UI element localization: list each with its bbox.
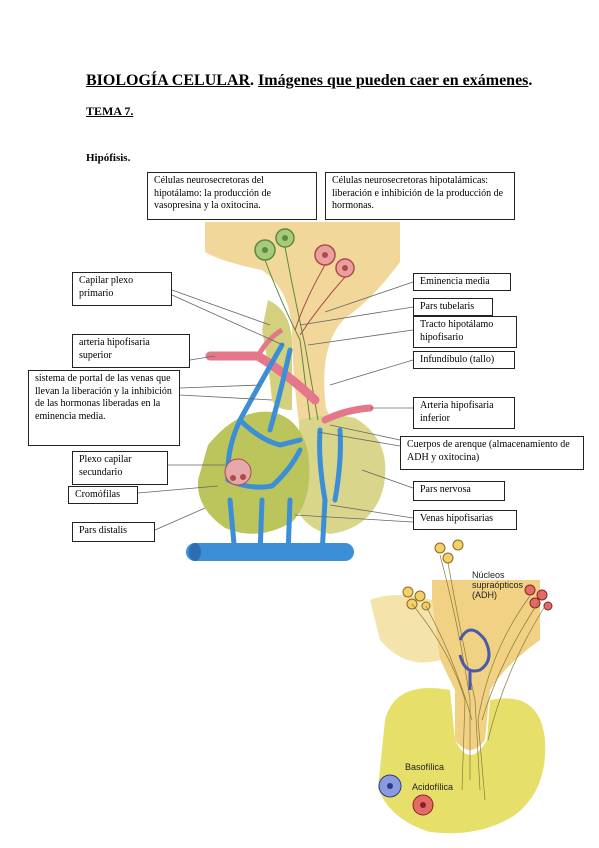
section-heading: Hipófisis. bbox=[86, 152, 131, 164]
page-title: BIOLOGÍA CELULAR. Imágenes que pueden ca… bbox=[86, 72, 533, 89]
label-cuerpos-arenque: Cuerpos de arenque (almacenamiento de AD… bbox=[400, 436, 584, 470]
label-plexo-capilar-secundario: Plexo capilar secundario bbox=[72, 451, 168, 485]
label-arteria-inferior: Arteria hipofisaria inferior bbox=[413, 397, 515, 429]
label-sistema-portal: sistema de portal de las venas que lleva… bbox=[28, 370, 180, 446]
label-pars-distalis: Pars distalis bbox=[72, 522, 155, 542]
label-capilar-plexo-primario: Capilar plexo primario bbox=[72, 272, 172, 306]
neurosecretory-cells bbox=[254, 228, 355, 278]
label-cromofilas: Cromófilas bbox=[68, 486, 138, 504]
title-part2: Imágenes que pueden caer en exámenes bbox=[258, 72, 529, 89]
title-part1: BIOLOGÍA CELULAR bbox=[86, 72, 251, 89]
acidofilica-label: Acidofílica bbox=[412, 782, 453, 792]
nucleos-label-2: supraópticos bbox=[472, 580, 524, 590]
tema-heading: TEMA 7. bbox=[86, 104, 134, 118]
axons bbox=[264, 246, 319, 421]
inferior-artery bbox=[321, 404, 374, 424]
label-arteria-superior: arteria hipofisaria superior bbox=[72, 334, 190, 368]
basofilica-label: Basofílica bbox=[405, 762, 444, 772]
label-pars-tubelaris: Pars tubelaris bbox=[413, 298, 493, 316]
nucleos-label-3: (ADH) bbox=[472, 590, 497, 600]
secondary-plexus-cells bbox=[224, 458, 252, 486]
vessel-loops bbox=[458, 628, 491, 690]
nucleos-label-1: Núcleos bbox=[472, 570, 505, 580]
nerve-fibers bbox=[411, 554, 546, 801]
label-neuro-hipotalamo: Células neurosecretoras del hipotálamo: … bbox=[147, 172, 317, 220]
label-infundibulo: Infundíbulo (tallo) bbox=[413, 351, 515, 369]
label-tracto: Tracto hipotálamo hipofisario bbox=[413, 316, 517, 348]
portal-vessels bbox=[225, 342, 343, 558]
label-eminencia-media: Eminencia media bbox=[413, 273, 511, 291]
red-nuclei bbox=[524, 584, 553, 611]
label-neuro-hipotalamicas: Células neurosecretoras hipotalámicas: l… bbox=[325, 172, 515, 220]
label-venas: Venas hipofisarias bbox=[413, 510, 517, 530]
label-pars-nervosa: Pars nervosa bbox=[413, 481, 505, 501]
leader-lines bbox=[137, 281, 414, 531]
